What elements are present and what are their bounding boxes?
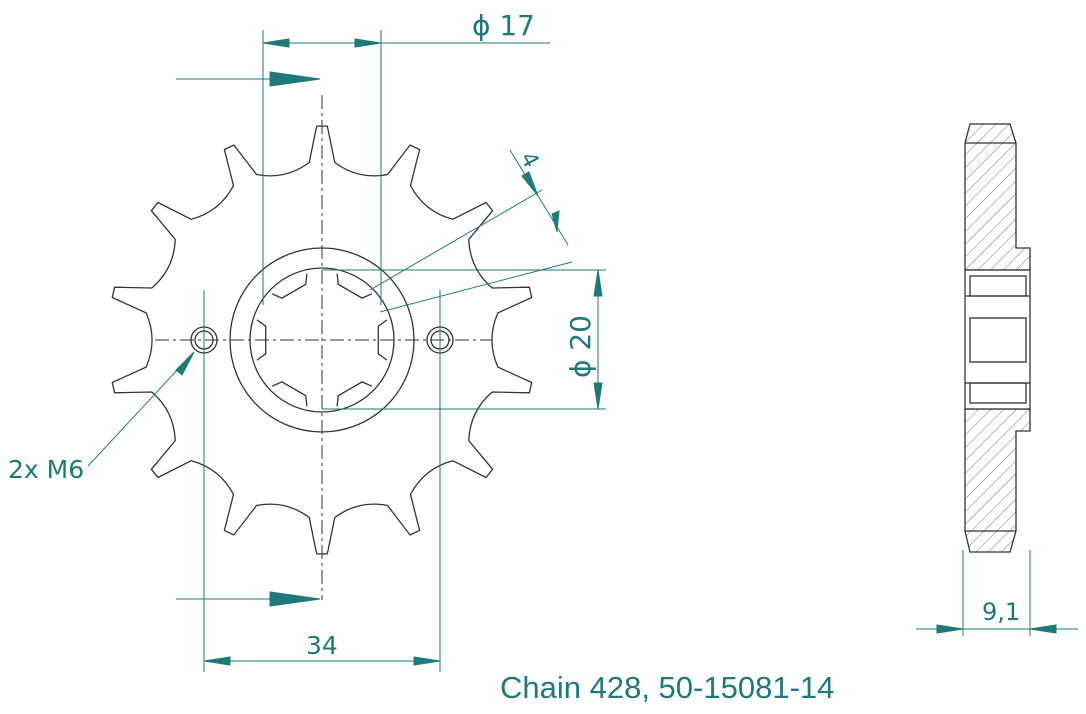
thickness-label: 9,1 — [982, 598, 1020, 626]
caption: Chain 428, 50-15081-14 — [500, 670, 835, 705]
spline-diameter-label: ϕ 20 — [564, 315, 597, 378]
bore-diameter-label: ϕ 17 — [472, 9, 535, 42]
tooth-width-label: 4 — [515, 148, 544, 172]
section-upper-body — [964, 123, 1031, 271]
spline-profile — [256, 273, 388, 407]
sprocket-side-section — [964, 123, 1031, 553]
hole-spacing-label: 34 — [306, 631, 338, 660]
sprocket-outline — [111, 125, 533, 555]
section-bore — [964, 269, 1031, 410]
dimension-lines — [87, 30, 1078, 672]
center-lines — [155, 95, 492, 600]
thread-holes-label: 2x M6 — [8, 455, 84, 484]
